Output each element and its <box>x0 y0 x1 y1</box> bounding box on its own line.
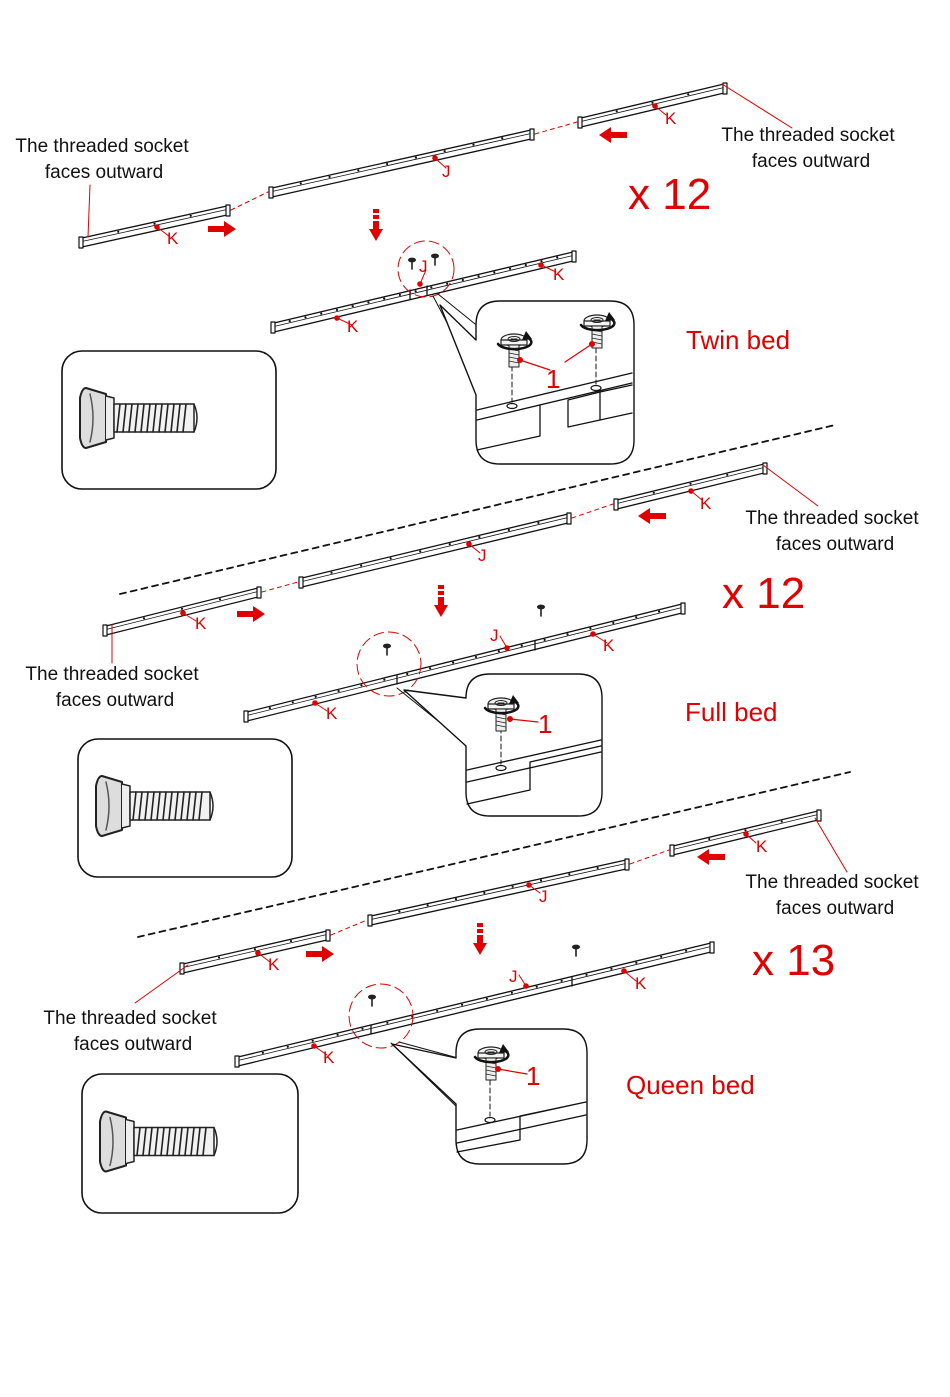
bolt-icon <box>368 995 376 1006</box>
svg-text:K: K <box>323 1048 335 1067</box>
quantity-full: x 12 <box>722 569 805 618</box>
label-k-assembled: K <box>334 315 359 336</box>
label-j-assembled: J <box>490 626 510 651</box>
callout-1: 1 <box>526 1061 540 1091</box>
svg-text:J: J <box>478 546 487 565</box>
note-line1: The threaded socket <box>745 872 919 893</box>
arrow-right-icon <box>306 946 334 962</box>
socket-leader <box>88 185 90 237</box>
svg-text:K: K <box>603 636 615 655</box>
socket-note-s1-left: The threaded socket faces outward <box>15 136 189 183</box>
note-line1: The threaded socket <box>25 664 199 685</box>
svg-text:K: K <box>665 109 677 128</box>
rail-j-center <box>269 129 534 198</box>
quantity-queen: x 13 <box>752 936 835 985</box>
arrow-down-icon <box>369 209 383 241</box>
note-line2: faces outward <box>776 898 894 919</box>
bed-label-full: Full bed <box>685 697 778 727</box>
arrow-right-icon <box>208 221 236 237</box>
note-line1: The threaded socket <box>15 136 189 157</box>
svg-text:K: K <box>700 494 712 513</box>
note-line1: The threaded socket <box>745 508 919 529</box>
bed-label-queen: Queen bed <box>626 1070 755 1100</box>
socket-leader <box>135 965 188 1003</box>
bolt-detail-box: 1 <box>392 1029 587 1164</box>
note-line2: faces outward <box>776 534 894 555</box>
svg-text:J: J <box>509 967 518 986</box>
svg-text:K: K <box>167 229 179 248</box>
arrow-down-icon <box>473 923 487 955</box>
note-line1: The threaded socket <box>721 125 895 146</box>
svg-text:K: K <box>756 837 768 856</box>
detail-zoom-circle <box>349 984 413 1048</box>
note-line2: faces outward <box>56 690 174 711</box>
svg-text:K: K <box>635 974 647 993</box>
alignment-line-right <box>535 122 577 134</box>
bolt-icon <box>572 945 580 956</box>
rail-j-center <box>299 513 571 588</box>
socket-note-s2-left: The threaded socket faces outward <box>25 664 199 711</box>
svg-text:K: K <box>268 955 280 974</box>
svg-text:J: J <box>539 887 548 906</box>
svg-text:J: J <box>419 257 428 276</box>
alignment-line-left <box>231 192 268 210</box>
label-k-assembled: K <box>621 968 647 993</box>
socket-leader <box>815 818 847 872</box>
label-k-assembled: K <box>590 631 615 655</box>
alignment-line-right <box>630 850 669 864</box>
note-line1: The threaded socket <box>43 1008 217 1029</box>
svg-text:K: K <box>347 317 359 336</box>
svg-text:J: J <box>490 626 499 645</box>
bolt-detail-box: 1 <box>404 674 602 816</box>
rail-k-right <box>614 463 767 510</box>
alignment-line-right <box>572 504 613 518</box>
bed-label-twin: Twin bed <box>686 325 790 355</box>
label-j-assembled: J <box>509 967 529 989</box>
alignment-line-left <box>331 920 367 935</box>
arrow-down-icon <box>434 585 448 617</box>
bolt-detail-box: 1 <box>440 301 634 464</box>
quantity-twin: x 12 <box>628 170 711 219</box>
arrow-left-icon <box>599 127 627 143</box>
label-k-right: K <box>688 488 712 513</box>
socket-note-s2-right: The threaded socket faces outward <box>745 508 919 555</box>
svg-text:J: J <box>442 162 451 181</box>
arrow-right-icon <box>237 606 265 622</box>
svg-text:K: K <box>326 704 338 723</box>
note-line2: faces outward <box>752 151 870 172</box>
bolt-icon <box>383 644 391 655</box>
label-j-assembled: J <box>417 257 427 287</box>
arrow-left-icon <box>638 508 666 524</box>
label-k-assembled: K <box>312 700 338 723</box>
callout-1: 1 <box>538 709 552 739</box>
callout-1: 1 <box>546 364 560 394</box>
bolt-icon <box>431 254 439 265</box>
note-line2: faces outward <box>45 162 163 183</box>
label-k-assembled: K <box>311 1043 335 1067</box>
socket-leader <box>722 84 792 128</box>
bolt-icon <box>537 605 545 616</box>
rail-j-center <box>368 859 629 926</box>
svg-text:K: K <box>553 265 565 284</box>
socket-leader <box>763 465 818 506</box>
note-line2: faces outward <box>74 1034 192 1055</box>
bolt-icon <box>408 258 416 269</box>
svg-text:K: K <box>195 614 207 633</box>
arrow-left-icon <box>697 849 725 865</box>
socket-note-s1-right: The threaded socket faces outward <box>721 125 895 172</box>
socket-note-s3-right: The threaded socket faces outward <box>745 872 919 919</box>
socket-note-s3-left: The threaded socket faces outward <box>43 1008 217 1055</box>
alignment-line-left <box>262 582 298 592</box>
